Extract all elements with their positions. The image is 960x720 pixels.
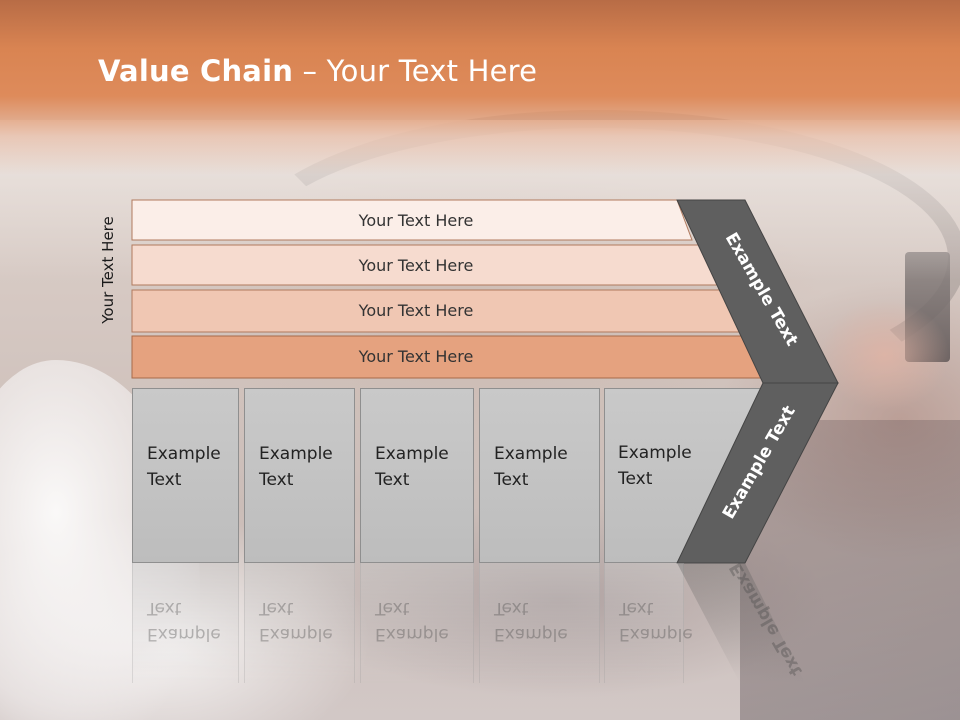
primary-column-label: Example Text bbox=[618, 443, 692, 489]
header-band bbox=[0, 0, 960, 175]
primary-column-label: Example Text bbox=[375, 444, 449, 490]
support-row: Your Text Here bbox=[131, 199, 693, 241]
support-row-label: Your Text Here bbox=[358, 300, 474, 320]
primary-column-label: Example Text bbox=[494, 444, 568, 490]
primary-column: Example Text bbox=[479, 388, 600, 563]
side-label: Your Text Here bbox=[99, 216, 117, 324]
support-row: Your Text Here bbox=[131, 244, 718, 286]
primary-column-last: Example Text bbox=[604, 388, 762, 563]
primary-column: Example Text bbox=[132, 388, 239, 563]
support-row-label: Your Text Here bbox=[358, 210, 474, 230]
page-title-bold: Value Chain bbox=[98, 54, 294, 88]
primary-column: Example Text bbox=[244, 388, 355, 563]
background-hand bbox=[820, 300, 950, 410]
primary-column-label: Example Text bbox=[147, 444, 221, 490]
support-row-label: Your Text Here bbox=[358, 255, 474, 275]
support-row: Your Text Here bbox=[131, 335, 765, 379]
page-title: Value Chain – Your Text Here bbox=[98, 54, 537, 88]
primary-column-label: Example Text bbox=[259, 444, 333, 490]
primary-column: Example Text bbox=[360, 388, 474, 563]
support-row: Your Text Here bbox=[131, 289, 741, 333]
support-row-label: Your Text Here bbox=[358, 346, 474, 366]
background-dashboard bbox=[740, 420, 960, 720]
page-title-rest: – Your Text Here bbox=[293, 54, 538, 88]
